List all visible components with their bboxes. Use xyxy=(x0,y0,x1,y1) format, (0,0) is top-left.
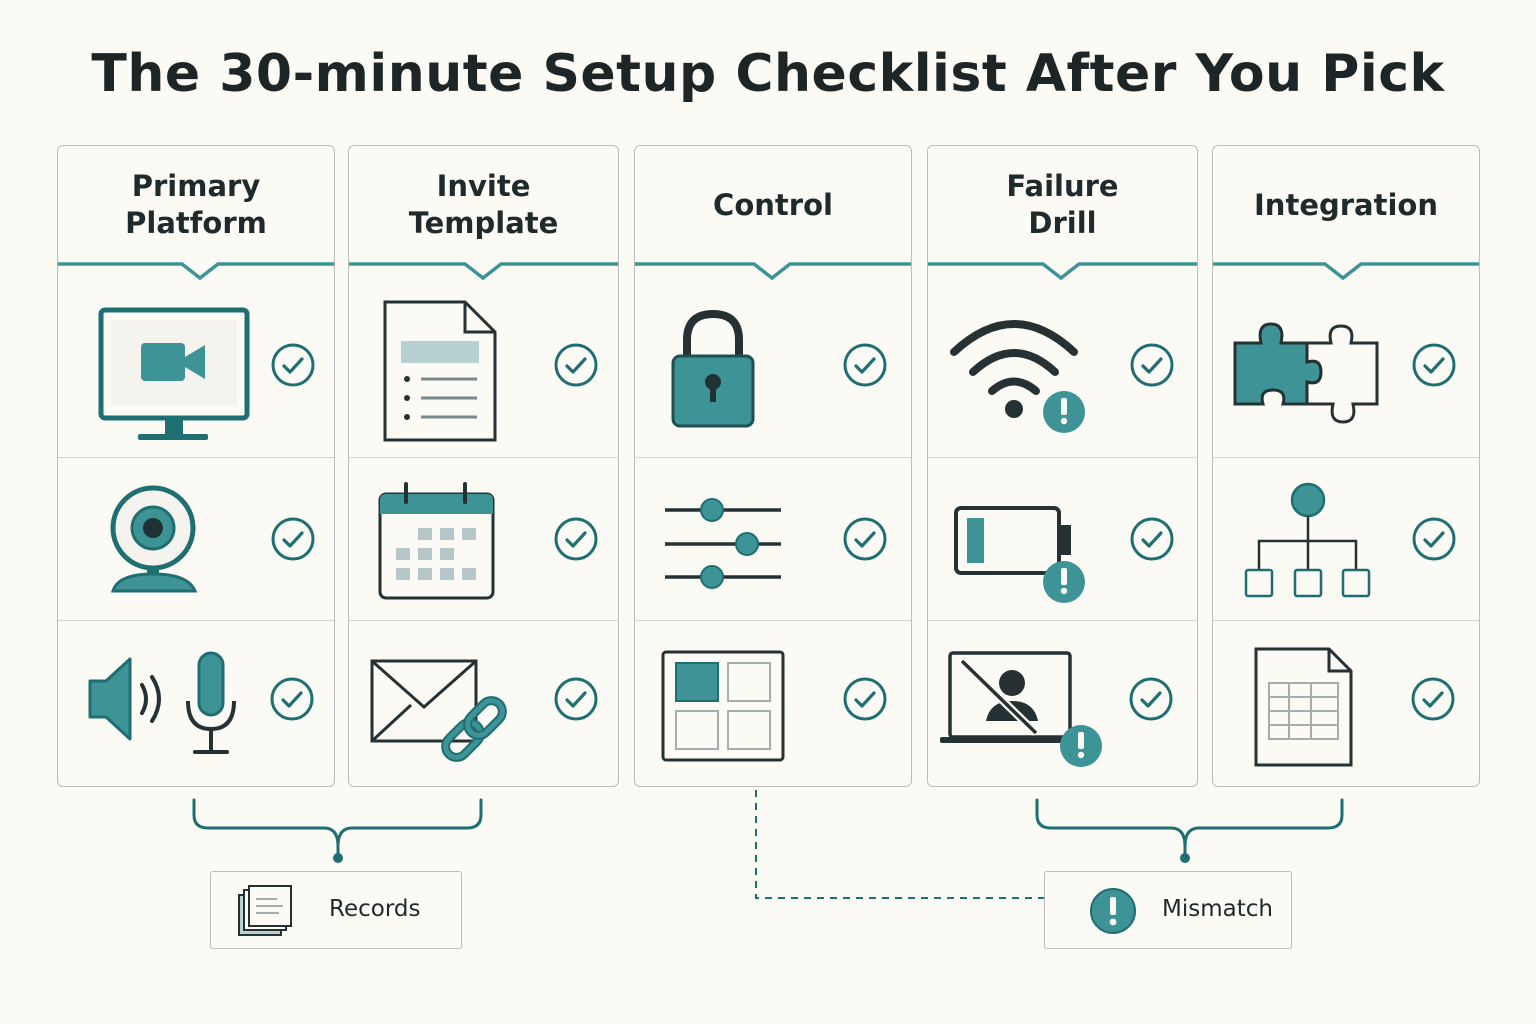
sliders-icon xyxy=(665,498,781,589)
hierarchy-icon xyxy=(1244,482,1371,598)
column-divider-caret xyxy=(58,262,334,281)
video-off-alert-icon xyxy=(940,651,1102,767)
checklist-row xyxy=(928,264,1197,458)
column-divider-caret xyxy=(635,262,911,281)
checkmark-icon[interactable] xyxy=(843,343,887,387)
column-control: Control xyxy=(634,145,912,787)
column-divider-caret xyxy=(1213,262,1479,281)
checklist-row xyxy=(928,457,1197,621)
document-icon xyxy=(383,300,497,442)
checkmark-icon[interactable] xyxy=(1412,517,1456,561)
checklist-row xyxy=(349,264,618,458)
checklist-row xyxy=(1213,620,1479,786)
checkmark-icon[interactable] xyxy=(554,677,598,721)
mismatch-label: Mismatch xyxy=(1162,896,1273,922)
spreadsheet-icon xyxy=(1254,647,1353,767)
checklist-row xyxy=(58,457,334,621)
checklist-row xyxy=(58,264,334,458)
records-box[interactable]: Records xyxy=(210,871,462,949)
records-label: Records xyxy=(329,896,421,922)
column-heading: Control xyxy=(713,187,833,222)
speaker-microphone-icon xyxy=(88,651,236,754)
mismatch-box[interactable]: Mismatch xyxy=(1044,871,1292,949)
column-divider-caret xyxy=(928,262,1197,281)
checklist-row xyxy=(349,620,618,786)
column-heading: Failure Drill xyxy=(1006,169,1119,240)
alert-circle-icon xyxy=(1090,888,1136,934)
checklist-row xyxy=(1213,457,1479,621)
bracket-mismatch xyxy=(1035,798,1344,858)
column-primary-platform: Primary Platform xyxy=(57,145,335,787)
column-heading: Integration xyxy=(1254,187,1438,222)
checkmark-icon[interactable] xyxy=(1411,677,1455,721)
calendar-icon xyxy=(378,482,495,600)
email-link-icon xyxy=(370,659,507,762)
checkmark-icon[interactable] xyxy=(554,343,598,387)
checkmark-icon[interactable] xyxy=(1130,517,1174,561)
column-heading: Invite Template xyxy=(408,169,559,240)
checklist-row xyxy=(635,457,911,621)
checkmark-icon[interactable] xyxy=(843,677,887,721)
dashed-connector xyxy=(755,790,1044,899)
checklist-row xyxy=(58,620,334,786)
checkmark-icon[interactable] xyxy=(554,517,598,561)
checklist-row xyxy=(349,457,618,621)
checkmark-icon[interactable] xyxy=(1412,343,1456,387)
checkmark-icon[interactable] xyxy=(1129,677,1173,721)
column-divider-caret xyxy=(349,262,618,281)
puzzle-icon xyxy=(1233,322,1379,424)
bracket-records xyxy=(192,798,483,858)
checklist-row xyxy=(635,264,911,458)
records-stack-icon xyxy=(238,885,292,936)
video-monitor-icon xyxy=(98,307,250,440)
checklist-row xyxy=(1213,264,1479,458)
column-heading: Primary Platform xyxy=(125,169,267,240)
low-battery-alert-icon xyxy=(954,506,1085,603)
checklist-row xyxy=(635,620,911,786)
checklist-row xyxy=(928,620,1197,786)
checkmark-icon[interactable] xyxy=(271,517,315,561)
checkmark-icon[interactable] xyxy=(271,343,315,387)
checkmark-icon[interactable] xyxy=(1130,343,1174,387)
grid-layout-icon xyxy=(661,650,785,762)
checkmark-icon[interactable] xyxy=(843,517,887,561)
wifi-alert-icon xyxy=(950,320,1085,433)
webcam-icon xyxy=(110,485,198,593)
page-title: The 30-minute Setup Checklist After You … xyxy=(91,44,1445,104)
padlock-icon xyxy=(671,309,755,428)
checkmark-icon[interactable] xyxy=(270,677,314,721)
